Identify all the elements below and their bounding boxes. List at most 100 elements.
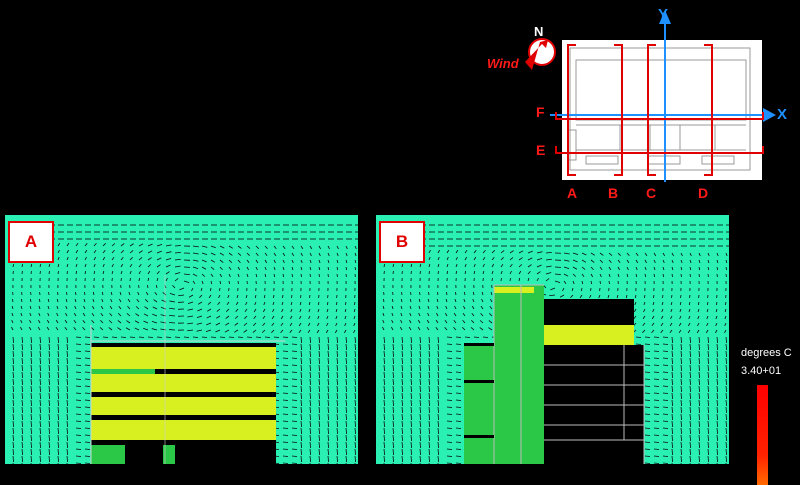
flow-vector xyxy=(326,315,329,320)
flow-vector xyxy=(111,243,116,247)
flow-vector xyxy=(462,319,466,324)
flow-vector xyxy=(635,343,642,345)
flow-vector xyxy=(309,427,311,435)
flow-vector xyxy=(262,322,266,326)
flow-vector xyxy=(689,406,691,414)
plan-sheet xyxy=(562,40,762,180)
flow-vector xyxy=(491,263,495,268)
flow-vector xyxy=(271,315,275,320)
flow-vector xyxy=(179,287,185,291)
flow-vector xyxy=(210,252,216,256)
flow-vector xyxy=(662,427,669,429)
flow-vector xyxy=(446,441,453,443)
flow-vector xyxy=(644,266,647,271)
flow-vector xyxy=(345,357,347,365)
flow-vector xyxy=(219,245,225,249)
flow-vector xyxy=(172,285,176,289)
flow-vector xyxy=(309,378,311,386)
flow-vector xyxy=(687,329,691,334)
flow-vector xyxy=(154,291,158,296)
flow-vector xyxy=(291,406,298,408)
flow-vector xyxy=(545,258,552,261)
flow-vector xyxy=(563,273,569,277)
flow-vector xyxy=(671,406,673,414)
flow-vector xyxy=(327,259,330,264)
flow-vector xyxy=(336,420,338,428)
flow-vector xyxy=(488,313,493,317)
flow-vector xyxy=(255,273,258,278)
flow-vector xyxy=(135,306,140,310)
flow-vector xyxy=(234,322,239,326)
flow-vector xyxy=(715,301,718,306)
flow-vector xyxy=(464,336,471,338)
flow-vector xyxy=(653,252,657,257)
flow-vector xyxy=(300,413,302,421)
flow-vector xyxy=(635,266,638,271)
flow-vector xyxy=(300,385,302,393)
flow-vector xyxy=(291,357,298,359)
flow-vector xyxy=(437,392,439,400)
flow-vector xyxy=(147,270,151,275)
flow-vector xyxy=(725,448,727,456)
flow-vector xyxy=(29,319,32,324)
flow-vector xyxy=(327,266,330,271)
flow-vector xyxy=(246,245,251,249)
axis-x-label: X xyxy=(777,106,788,123)
flow-vector xyxy=(391,298,394,303)
flow-vector xyxy=(309,448,311,456)
flow-vector xyxy=(644,427,651,429)
flow-vector xyxy=(74,298,77,303)
flow-vector xyxy=(410,364,412,372)
flow-vector xyxy=(354,427,356,435)
flow-vector xyxy=(689,420,691,428)
flow-vector xyxy=(169,307,176,310)
flow-vector xyxy=(309,399,311,407)
flow-vector xyxy=(282,371,289,373)
flow-vector xyxy=(437,427,439,435)
flow-vector xyxy=(169,322,176,324)
flow-vector xyxy=(653,273,656,278)
flow-vector xyxy=(75,371,82,373)
flow-vector xyxy=(327,364,329,372)
flow-vector xyxy=(210,266,215,270)
flow-vector xyxy=(680,420,682,428)
flow-vector xyxy=(344,322,347,327)
flow-vector xyxy=(698,343,700,351)
flow-vector xyxy=(653,392,660,394)
flow-vector xyxy=(437,371,439,379)
flow-vector xyxy=(327,448,329,456)
flow-vector xyxy=(689,462,691,464)
flow-vector xyxy=(383,427,385,435)
flow-vector xyxy=(129,243,134,247)
flow-vector xyxy=(679,301,682,306)
flow-vector xyxy=(653,441,660,443)
flow-vector xyxy=(21,462,23,464)
flow-vector xyxy=(48,371,50,379)
flow-vector xyxy=(66,343,68,351)
flow-vector xyxy=(66,406,68,414)
flow-vector xyxy=(12,462,14,464)
flow-vector xyxy=(401,350,403,358)
flow-vector xyxy=(75,343,82,345)
flow-vector xyxy=(453,327,457,331)
flow-vector xyxy=(599,252,604,256)
flow-vector xyxy=(382,326,385,331)
flow-vector xyxy=(644,420,651,422)
flow-vector xyxy=(309,273,311,278)
flow-vector xyxy=(273,266,276,271)
flow-vector xyxy=(56,305,59,310)
flow-vector xyxy=(455,385,462,387)
flow-vector xyxy=(464,270,467,275)
flow-vector xyxy=(325,329,329,334)
flow-vector xyxy=(336,343,338,351)
flow-vector xyxy=(680,392,682,400)
building-section-b xyxy=(464,284,645,464)
flow-vector xyxy=(670,308,673,313)
flow-vector xyxy=(187,322,194,325)
flow-vector xyxy=(57,336,59,344)
flow-vector xyxy=(419,392,421,400)
flow-vector xyxy=(134,320,140,324)
flow-vector xyxy=(334,329,338,334)
flow-vector xyxy=(437,455,439,463)
flow-vector xyxy=(653,343,660,345)
